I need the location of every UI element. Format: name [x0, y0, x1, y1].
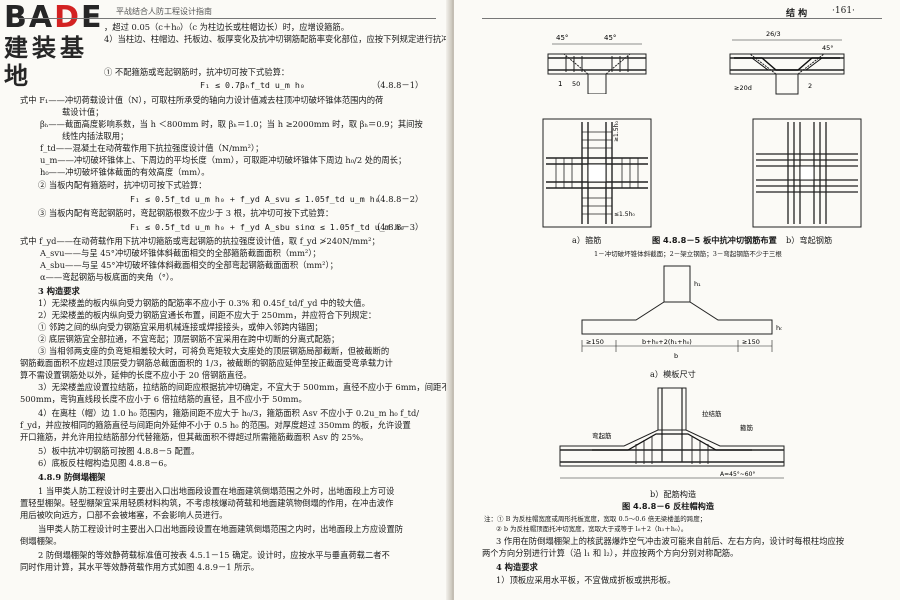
left-header-rule — [18, 18, 436, 19]
text-line: 2 防倒塌棚架的等效静荷载标准值可按表 4.5.1－15 确定。设计时，应按水平… — [38, 550, 390, 560]
tag-label: 2 — [808, 82, 812, 90]
fig5-sublabel-b: b）弯起钢筋 — [786, 235, 833, 245]
text-line: 算不需设置钢筋处以外，延伸的长度不应小于 20 倍钢筋直径。 — [20, 370, 252, 380]
section-heading: 4.8.9 防倒塌棚架 — [38, 472, 106, 482]
right-running-header: 结 构 — [786, 9, 808, 19]
text-line: 1）无梁楼盖的板内纵向受力钢筋的配筋率不应小于 0.3% 和 0.45f_td/… — [38, 298, 370, 308]
reverse-column-cap-reinforcement: 弯起筋 拉结筋 箍筋 A=45°~60° — [559, 387, 785, 479]
text-line: 3）无梁楼盖应设置拉结筋，拉结筋的间距应根据抗冲切确定，不宜大于 500mm，直… — [38, 382, 452, 392]
text-line: A_sbu——与呈 45°冲切破坏锥体斜截面相交的全部弯起钢筋截面面积（mm²）… — [40, 260, 338, 270]
text-line: ② 底层钢筋宜全部拉通，不宜弯起；顶层钢筋不宜采用在跨中切断的分离式配筋； — [38, 334, 340, 344]
fig6-sublabel-b: b）配筋构造 — [650, 489, 697, 499]
text-line: 同时作用计算，其水平等效静荷载作用方式如图 4.8.9－1 所示。 — [20, 562, 260, 572]
equation-number: （4.8.8－3） — [372, 222, 424, 232]
text-line: f_td——混凝土在动荷载作用下抗拉强度设计值（N/mm²）； — [40, 143, 264, 153]
fig5-sublabel-a: a）箍筋 — [572, 235, 602, 245]
dim-label: 50 — [572, 80, 580, 88]
tag-label: 箍筋 — [740, 423, 754, 432]
dim-label: ≥20d — [734, 84, 752, 92]
text-line: 1）顶板应采用水平板，不宜做成折板或拱形板。 — [496, 575, 676, 585]
angle-label: A=45°~60° — [720, 471, 755, 478]
text-line: 钢筋截面面积不应超过顶层受力钢筋总截面面积的 1/3，被截断的钢筋应延伸至按正截… — [20, 358, 393, 368]
text-line: 倒塌棚架。 — [20, 536, 62, 546]
text-line: 开口箍筋，并允许用拉结筋部分代替箍筋，但其截面积不得超过所需箍筋截面积 Asv … — [20, 432, 369, 442]
text-line: ③ 当板内配有弯起钢筋时，弯起钢筋根数不应少于 3 根，抗冲切可按下式验算： — [38, 208, 334, 218]
text-line: 线性内插法取用； — [62, 131, 129, 141]
dim-label: 26/3 — [766, 30, 781, 38]
site-logo: BADE 建装基地 — [4, 0, 104, 91]
text-line: 两个方向分别进行计算（沿 l₁ 和 l₂），并应按两个方向分别对称配筋。 — [482, 548, 739, 558]
tag-label: 1 — [558, 80, 562, 88]
text-line: ① 邻跨之间的纵向受力钢筋宜采用机械连接或焊接接头，或伸入邻跨内锚固； — [38, 322, 323, 332]
dim-label: ≤1.5h₀ — [614, 211, 635, 218]
right-header-rule — [482, 18, 882, 19]
text-line: α——弯起钢筋与板底面的夹角（°）。 — [40, 272, 179, 282]
text-line: ② 当板内配有箍筋时，抗冲切可按下式验算： — [38, 180, 207, 190]
fig6-sublabel-a: a）模板尺寸 — [650, 369, 696, 379]
text-line: u_m——冲切破坏锥体上、下周边的平均长度（mm），可取距冲切破坏锥体下周边 h… — [40, 155, 407, 165]
text-line: 置轻型棚架。轻型棚架宜采用轻质材料构筑，不考虑核爆动荷载和地面建筑物倒塌的作用，… — [20, 498, 394, 508]
dim-label: h₀ — [776, 324, 782, 332]
dim-label: ≥150 — [742, 338, 760, 346]
text-line: 3 作用在防倒塌棚架上的核武器爆炸空气冲击波可能来自前后、左右方向，设计时每根柱… — [496, 536, 845, 546]
section-heading: 4 构造要求 — [496, 562, 538, 572]
text-line: 6）底板反柱帽构造见图 4.8.8－6。 — [38, 458, 172, 468]
tag-label: 弯起筋 — [592, 431, 612, 440]
dim-label: b — [674, 352, 678, 360]
right-page: 结 构 ·161· 45° 45° 1 50 — [454, 0, 900, 600]
page-number: ·161· — [832, 6, 855, 16]
bent-bar-section: 26/3 ≥20d 45° 2 — [729, 30, 845, 95]
fig5-caption: 图 4.8.8－5 板中抗冲切钢筋布置 — [652, 235, 777, 245]
equation: F₁ ≤ 0.5f_td u_m h₀ + f_yd A_svu ≤ 1.05f… — [130, 194, 380, 204]
text-line: 载设计值； — [62, 107, 104, 117]
dim-label: h₁ — [694, 280, 701, 288]
text-line: 1 当甲类人防工程设计时主要出入口出地面段设置在地面建筑倒塌范围之外时，出地面段… — [38, 486, 395, 496]
dim-label: ≥150 — [586, 338, 604, 346]
text-line: ③ 当相邻两支座的负弯矩相差较大时，可将负弯矩较大支座处的顶层钢筋局部截断，但被… — [38, 346, 390, 356]
text-line: h₀——冲切破坏锥体截面的有效高度（mm）。 — [40, 167, 210, 177]
text-line: ，超过 0.05（c＋h₀）（c 为柱边长或柱帽边长）时，应增设箍筋。 — [104, 22, 349, 32]
text-line: 式中 f_yd——在动荷载作用下抗冲切箍筋或弯起钢筋的抗拉强度设计值，取 f_y… — [20, 236, 380, 246]
text-line: ① 不配箍筋或弯起钢筋时，抗冲切可按下式验算： — [104, 67, 290, 77]
dim-label: ≥1.5h₀ — [613, 121, 620, 142]
text-line: A_svu——与呈 45°冲切破坏锥体斜截面相交的全部箍筋截面面积（mm²）； — [40, 248, 321, 258]
equation: F₁ ≤ 0.5f_td u_m h₀ + f_yd A_sbu sinα ≤ … — [130, 222, 405, 232]
left-page: BADE 建装基地 平战结合人防工程设计指南 ，超过 0.05（c＋h₀）（c … — [0, 0, 452, 600]
note-line: ② b 为反柱帽顶面托冲切宽度，宽取大于或等于 l₀＋2（h₁＋h₀）。 — [496, 525, 688, 533]
text-line: 2）无梁楼盖的板内纵向受力钢筋宜通长布置，间距不应大于 250mm，并应符合下列… — [38, 310, 377, 320]
text-line: βₕ——截面高度影响系数，当 h ＜800mm 时，取 βₕ＝1.0；当 h ≥… — [40, 119, 423, 129]
equation-number: （4.8.8－2） — [372, 194, 424, 204]
text-line: f_yd，并应按相同的箍筋直径与间距向外延伸不小于 0.5 h₀ 的范围。对厚度… — [20, 420, 411, 430]
equation: F₁ ≤ 0.7βₕf_td u_m h₀ — [200, 80, 305, 90]
text-line: 500mm，弯钩直线段长度不应小于 6 倍拉结筋的直径，且不应小于 50mm。 — [20, 394, 307, 404]
plan-stirrups: ≥1.5h₀ ≤1.5h₀ — [542, 118, 652, 228]
text-line: 4）在离柱（帽）边 1.0 h₀ 范围内，箍筋间距不应大于 h₀/3，箍筋面积 … — [38, 408, 420, 418]
section-heading: 3 构造要求 — [38, 286, 80, 296]
left-running-header: 平战结合人防工程设计指南 — [116, 7, 212, 16]
tag-label: 拉结筋 — [702, 409, 722, 418]
fig5-note: 1－冲切破坏锥体斜截面；2－架立钢筋；3－弯起钢筋不少于三根 — [594, 250, 782, 258]
text-line: 式中 F₁——冲切荷载设计值（N），可取柱所承受的轴向力设计值减去柱顶冲切破坏锥… — [20, 95, 384, 105]
angle-label: 45° — [604, 34, 616, 42]
dim-label: b+h₀+2(h₁+h₀) — [642, 338, 692, 346]
fig6-caption: 图 4.8.8－6 反柱帽构造 — [622, 501, 715, 511]
reverse-column-cap-formwork: ≥150 b+h₀+2(h₁+h₀) ≥150 b h₁ h₀ — [581, 265, 782, 360]
plan-bent-bars — [752, 118, 862, 228]
punching-stirrup-section: 45° 45° 1 50 — [547, 34, 647, 94]
angle-label: 45° — [556, 34, 568, 42]
text-line: 4）当柱边、柱帽边、托板边、板厚变化及抗冲切钢筋配筋率变化部位，应按下列规定进行… — [104, 34, 452, 44]
text-line: 用后被吹向远方，口部不会被堵塞，不会影响人员进行。 — [20, 510, 228, 520]
text-line: 当甲类人防工程设计时主要出入口出地面段设置在地面建筑倒塌范围之内时，出地面段上方… — [38, 524, 404, 534]
equation-number: （4.8.8－1） — [372, 80, 424, 90]
angle-label: 45° — [822, 44, 834, 52]
note-line: 注：① B 为反柱帽宽度或周形托板宽度，宽取 0.5～0.6 倍无梁楼盖的跨度； — [484, 515, 707, 523]
text-line: 5）板中抗冲切钢筋可按图 4.8.8－5 配置。 — [38, 446, 200, 456]
